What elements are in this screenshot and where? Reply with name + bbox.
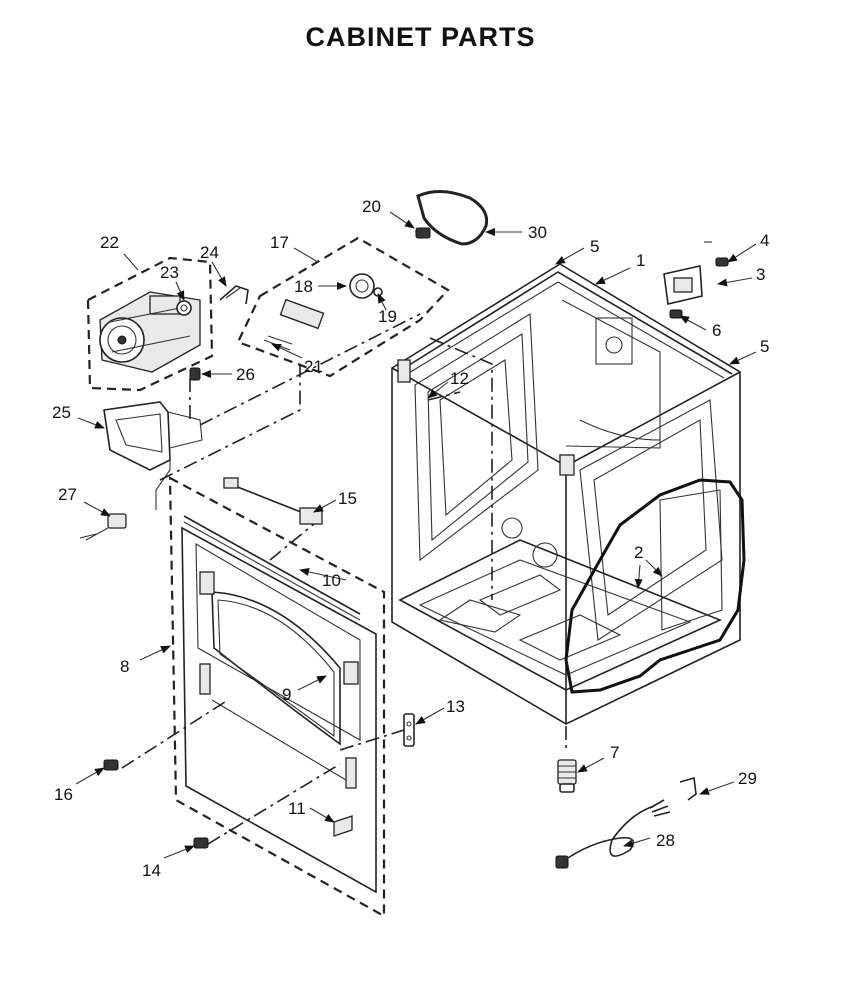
callout-12: 12: [450, 369, 469, 388]
motor-wire: [155, 450, 171, 510]
screw-26: [189, 367, 201, 381]
callout-28: 28: [656, 831, 675, 850]
callout-30: 30: [528, 223, 547, 242]
callout-24: 24: [200, 243, 219, 262]
idler-assembly: [236, 236, 450, 378]
door-catch-13: [403, 713, 415, 747]
callout-10: 10: [322, 571, 341, 590]
motor-assembly: [86, 256, 214, 392]
screw-6: [669, 309, 683, 319]
screw-20: [415, 227, 431, 239]
callout-27: 27: [58, 485, 77, 504]
cord-clip-29: [679, 776, 697, 801]
assembly-leaders: [121, 313, 493, 845]
callout-17: 17: [270, 233, 289, 252]
motor-pulley-23: [176, 300, 192, 316]
callout-1: 1: [636, 251, 645, 270]
leveling-leg: [557, 726, 577, 793]
motor-mount-25: [103, 401, 203, 471]
callout-26: 26: [236, 365, 255, 384]
screw-16: [103, 759, 119, 771]
callout-23: 23: [160, 263, 179, 282]
callout-7: 7: [610, 743, 619, 762]
screw-4: [715, 257, 729, 267]
callout-21: 21: [304, 357, 323, 376]
terminal-block-27: [79, 513, 127, 541]
callout-22: 22: [100, 233, 119, 252]
callout-29: 29: [738, 769, 757, 788]
callout-3: 3: [756, 265, 765, 284]
motor-clip-24: [219, 285, 249, 305]
door-switch-15: [223, 477, 323, 525]
drive-belt: [416, 190, 489, 246]
power-cord-28: [555, 799, 671, 869]
callout-13: 13: [446, 697, 465, 716]
callout-6: 6: [712, 321, 721, 340]
side-panel-seal: [564, 478, 746, 694]
diagram-title: CABINET PARTS: [305, 22, 536, 52]
badge-11: [333, 815, 353, 837]
callout-20: 20: [362, 197, 381, 216]
callout-25: 25: [52, 403, 71, 422]
screw-14: [193, 837, 209, 849]
callout-4: 4: [760, 231, 769, 250]
callout-arrows: [75, 211, 757, 859]
callout-19: 19: [378, 307, 397, 326]
callout-labels: 1 2 3 4 5 5 6 7 8 9 10 11 12 13 14 15 16…: [52, 197, 769, 880]
callout-15: 15: [338, 489, 357, 508]
callout-11: 11: [288, 799, 306, 818]
callout-16: 16: [54, 785, 73, 804]
callout-5-top: 5: [590, 237, 599, 256]
grounding-bracket: [663, 265, 703, 305]
callout-5-right: 5: [760, 337, 769, 356]
cabinet-assembly: [391, 263, 741, 725]
front-panel-assembly: [168, 476, 386, 918]
callout-9: 9: [282, 685, 291, 704]
callout-18: 18: [294, 277, 313, 296]
callout-2: 2: [634, 543, 643, 562]
callout-8: 8: [120, 657, 129, 676]
callout-14: 14: [142, 861, 161, 880]
